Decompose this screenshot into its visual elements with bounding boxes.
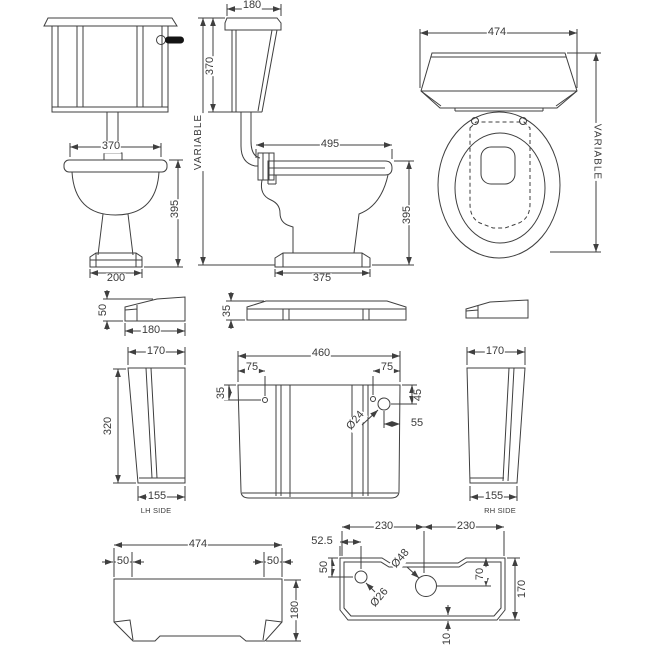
- top-view-outline: [420, 29, 601, 258]
- dim-rh-top-depth: 170: [484, 345, 506, 358]
- dim-seat-height: 180: [289, 599, 302, 621]
- dim-seat-chamfer-left: 50: [115, 555, 131, 568]
- seat-hinge-right: [520, 118, 527, 125]
- caption-lh-side: LH SIDE: [140, 506, 172, 516]
- cistern-plan-outline: [328, 524, 520, 631]
- inlet-hole: [355, 571, 367, 583]
- dim-plan-inlet-offset: 52.5: [310, 535, 334, 548]
- front-elevation-outline: [44, 18, 184, 278]
- dim-lh-base-depth: 155: [146, 490, 168, 503]
- dim-lh-top-depth: 170: [145, 345, 167, 358]
- dim-seat-chamfer-right: 50: [265, 555, 281, 568]
- dim-top-width: 474: [486, 26, 508, 39]
- lever-hole: [378, 398, 390, 410]
- dim-plan-step: 10: [441, 631, 454, 647]
- lid-fixing-hole-left: [263, 398, 268, 403]
- dim-plan-depth: 170: [516, 578, 529, 600]
- cistern-lid-rh-profile: [466, 300, 528, 318]
- dim-cistern-width: 460: [310, 347, 332, 360]
- dim-side-variable: VARIABLE: [192, 112, 205, 172]
- dim-side-base-depth: 375: [311, 272, 333, 285]
- dim-plan-flush-drop: 70: [474, 566, 487, 582]
- dim-lever-drop: 45: [412, 387, 425, 403]
- cistern-lid-lh-profile: [103, 290, 185, 336]
- dim-side-cistern-depth: 180: [241, 0, 263, 12]
- pedestal-rh-outline: [467, 347, 525, 501]
- dim-side-pan-height: 395: [401, 204, 414, 226]
- dim-lever-offset: 55: [409, 417, 425, 430]
- dim-rh-base-depth: 155: [483, 490, 505, 503]
- dim-cistern-hole-left: 75: [244, 361, 260, 374]
- dim-lh-height: 320: [102, 415, 115, 437]
- dim-plan-inlet-drop: 50: [318, 559, 331, 575]
- dim-lid-front-height: 35: [221, 303, 234, 319]
- dim-cistern-hole-drop: 35: [215, 385, 228, 401]
- dim-seat-width: 474: [187, 538, 209, 551]
- seat-hinge-left: [472, 118, 479, 125]
- dim-plan-hole-right: 230: [455, 520, 477, 533]
- side-elevation-outline: [198, 4, 414, 277]
- dim-front-height: 395: [169, 198, 182, 220]
- dim-cistern-hole-right: 75: [379, 361, 395, 374]
- pedestal-lh-outline: [113, 347, 185, 501]
- dim-plan-hole-left: 230: [373, 520, 395, 533]
- dim-front-width: 370: [100, 140, 122, 153]
- flush-lever-boss: [157, 36, 166, 45]
- lid-fixing-hole-right: [371, 397, 376, 402]
- caption-rh-side: RH SIDE: [484, 506, 516, 516]
- dim-lid-lh-height: 50: [97, 302, 110, 318]
- flush-lever-handle: [165, 36, 184, 44]
- flush-valve-hole: [416, 576, 437, 597]
- dim-side-pan-depth: 495: [319, 138, 341, 151]
- cistern-lid-front-profile: [226, 292, 406, 329]
- dim-front-base-width: 200: [105, 272, 127, 285]
- dim-lid-lh-length: 180: [140, 324, 162, 337]
- dim-side-cistern-height: 370: [204, 55, 217, 77]
- dim-top-variable: VARIABLE: [590, 122, 603, 182]
